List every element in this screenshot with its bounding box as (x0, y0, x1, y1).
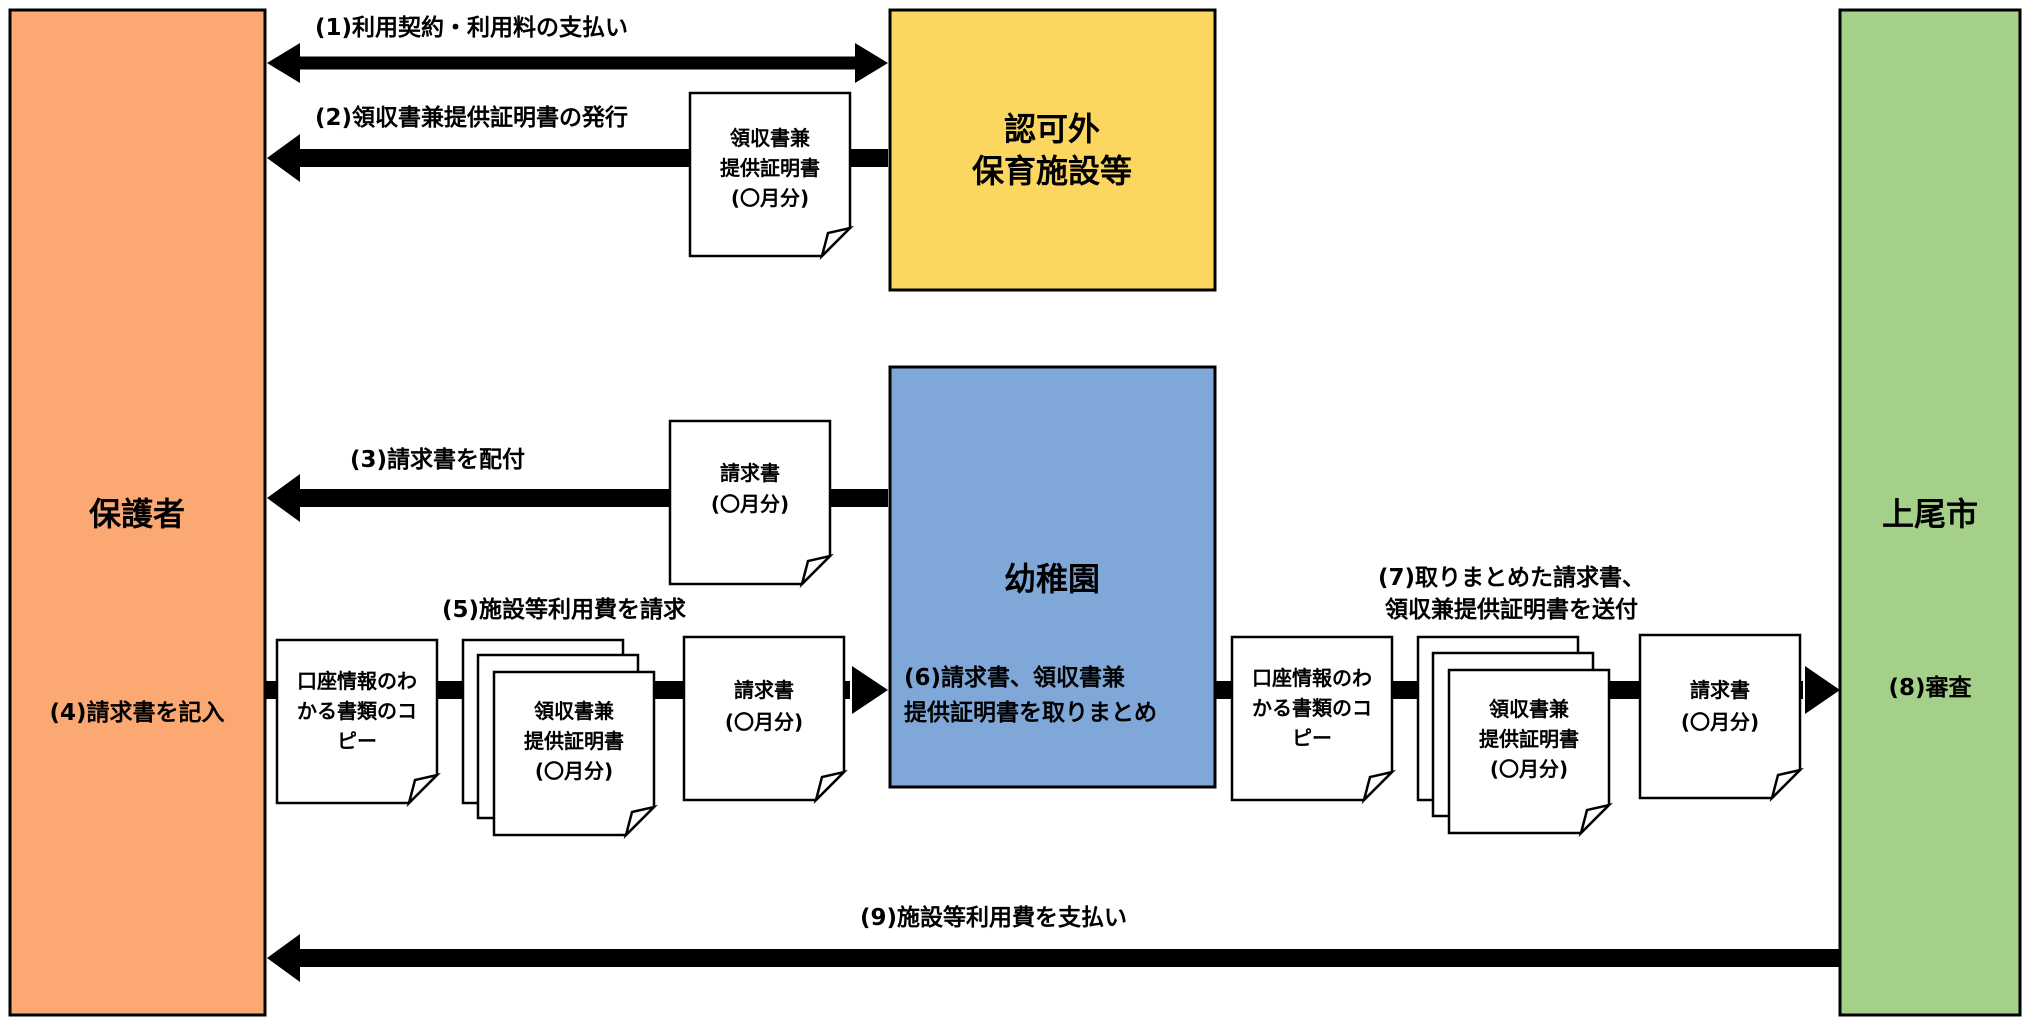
facility-name-line2: 保育施設等 (972, 152, 1132, 190)
doc-line: かる書類のコ (297, 699, 417, 723)
label-step5: (5)施設等利用費を請求 (442, 596, 686, 623)
facility-name-line1: 認可外 (1004, 110, 1100, 148)
doc-line: ピー (1292, 726, 1332, 750)
label-step9: (9)施設等利用費を支払い (860, 904, 1127, 931)
guardian-name: 保護者 (89, 495, 185, 533)
doc-line: 提供証明書 (720, 156, 820, 180)
label-step3: (3)請求書を配付 (350, 446, 525, 473)
doc-receipt-stack-right: 領収書兼 提供証明書 (〇月分) (1416, 635, 1611, 835)
doc-receipt-top: 領収書兼 提供証明書 (〇月分) (688, 91, 852, 258)
arrow-step1 (267, 43, 888, 83)
doc-line: ピー (337, 729, 377, 753)
doc-line: 提供証明書 (524, 729, 624, 753)
doc-line: 口座情報のわ (297, 669, 417, 693)
facility-box: 認可外 保育施設等 (888, 8, 1217, 292)
doc-line: (〇月分) (1490, 757, 1568, 781)
doc-line: 請求書 (1690, 678, 1750, 702)
kindergarten-name: 幼稚園 (1004, 560, 1100, 598)
doc-invoice-distributed: 請求書 (〇月分) (668, 419, 832, 586)
doc-invoice-right: 請求書 (〇月分) (1638, 633, 1802, 800)
label-step7-line1: (7)取りまとめた請求書、 (1378, 564, 1645, 591)
doc-receipt-stack-left: 領収書兼 提供証明書 (〇月分) (461, 638, 656, 837)
kindergarten-action-line2: 提供証明書を取りまとめ (904, 699, 1157, 726)
guardian-action: (4)請求書を記入 (49, 699, 224, 726)
doc-line: (〇月分) (1681, 710, 1759, 734)
doc-line: (〇月分) (711, 492, 789, 516)
doc-line: 請求書 (734, 678, 794, 702)
city-box: 上尾市 (8)審査 (1838, 8, 2022, 1017)
doc-invoice-left: 請求書 (〇月分) (682, 635, 846, 802)
city-name: 上尾市 (1882, 495, 1978, 533)
doc-line: 領収書兼 (1489, 697, 1570, 721)
doc-line: 領収書兼 (730, 126, 811, 150)
doc-line: かる書類のコ (1252, 696, 1372, 720)
label-step2: (2)領収書兼提供証明書の発行 (315, 104, 628, 131)
arrow-step9 (267, 934, 1840, 982)
doc-line: (〇月分) (535, 759, 613, 783)
doc-line: (〇月分) (725, 710, 803, 734)
guardian-box: 保護者 (4)請求書を記入 (8, 8, 267, 1017)
doc-line: (〇月分) (731, 186, 809, 210)
kindergarten-action-line1: (6)請求書、領収書兼 (904, 664, 1125, 691)
label-step7-line2: 領収兼提供証明書を送付 (1385, 596, 1638, 623)
doc-line: 請求書 (720, 461, 780, 485)
doc-line: 口座情報のわ (1252, 666, 1372, 690)
label-step1: (1)利用契約・利用料の支払い (315, 14, 628, 41)
doc-bank-copy-right: 口座情報のわ かる書類のコ ピー (1230, 635, 1394, 802)
kindergarten-box: 幼稚園 (6)請求書、領収書兼 提供証明書を取りまとめ (888, 365, 1217, 789)
doc-bank-copy-left: 口座情報のわ かる書類のコ ピー (275, 638, 439, 805)
doc-line: 提供証明書 (1479, 727, 1579, 751)
city-action: (8)審査 (1888, 674, 1971, 701)
doc-line: 領収書兼 (534, 699, 615, 723)
